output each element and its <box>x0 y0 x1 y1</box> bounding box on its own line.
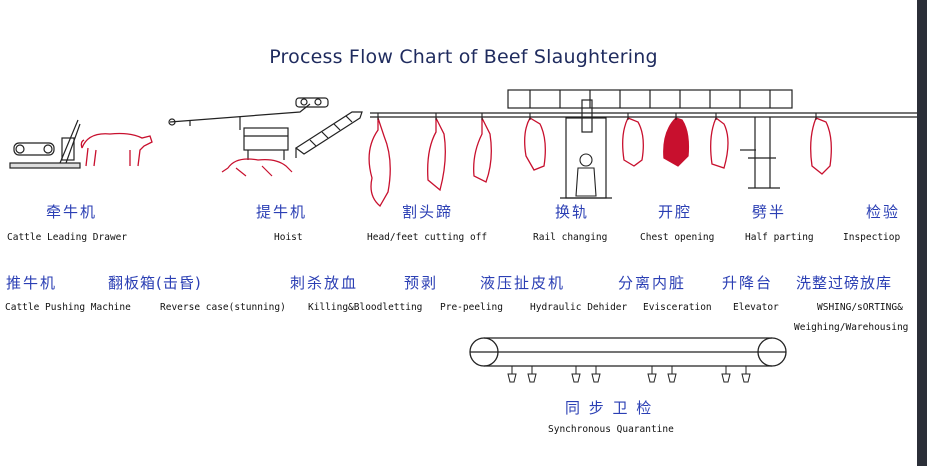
step-label-en-rail-changing: Rail changing <box>533 232 608 243</box>
elevator-stand <box>740 117 780 189</box>
step-label-cn-elevator: 升降台 <box>722 274 774 292</box>
step-label-cn-inspection: 检验 <box>866 203 901 221</box>
step-label-en-washing: WSHING/sORTING& <box>817 302 903 313</box>
leading-drawer-machine <box>9 119 81 169</box>
live-cattle <box>80 132 153 167</box>
step-label-en-head-feet: Head/feet cutting off <box>367 232 488 243</box>
rail-changing-frame <box>507 89 793 199</box>
step-label-en-half-parting: Half parting <box>745 232 814 243</box>
quarantine-conveyor <box>469 337 787 383</box>
quarantine-label-cn: 同 步 卫 检 <box>565 399 654 417</box>
hanging-carcasses <box>368 116 832 207</box>
step-label-cn-hoist: 提牛机 <box>256 203 308 221</box>
worker <box>575 153 597 197</box>
step-label-en-reverse-case: Reverse case(stunning) <box>160 302 286 313</box>
diagram-title: Process Flow Chart of Beef Slaughtering <box>269 46 658 68</box>
step-label-en-killing: Killing&Bloodletting <box>308 302 423 313</box>
step-label-en-warehousing: Weighing/Warehousing <box>794 322 909 333</box>
step-label-cn-half-parting: 劈半 <box>752 203 787 221</box>
step-label-en-elevator: Elevator <box>733 302 779 313</box>
step-label-en-dehider: Hydraulic Dehider <box>530 302 628 313</box>
overhead-rail <box>370 112 918 118</box>
step-label-cn-evisceration: 分离内脏 <box>618 274 687 292</box>
step-label-cn-head-feet: 割头蹄 <box>402 203 454 221</box>
quarantine-label-en: Synchronous Quarantine <box>548 424 674 435</box>
step-label-en-evisceration: Evisceration <box>643 302 712 313</box>
step-label-cn-rail-changing: 换轨 <box>555 203 590 221</box>
stunned-cattle <box>221 158 293 177</box>
rail-hooks <box>377 113 817 120</box>
quarantine-trays <box>507 366 751 383</box>
step-label-cn-chest-opening: 开腔 <box>658 203 693 221</box>
step-label-cn-washing: 洗整过磅放库 <box>796 274 893 292</box>
step-label-cn-leading-drawer: 牵牛机 <box>46 203 98 221</box>
step-label-cn-killing: 刺杀放血 <box>290 274 359 292</box>
pushing-conveyor <box>294 111 363 158</box>
step-label-en-chest-opening: Chest opening <box>640 232 715 243</box>
step-label-cn-reverse-case: 翻板箱(击昏) <box>108 274 202 292</box>
step-label-en-pushing-machine: Cattle Pushing Machine <box>5 302 131 313</box>
hoist <box>168 97 329 160</box>
step-label-en-pre-peeling: Pre-peeling <box>440 302 503 313</box>
step-label-cn-pushing-machine: 推牛机 <box>6 274 58 292</box>
step-label-en-inspection: Inspectiop <box>843 232 901 243</box>
step-label-cn-dehider: 液压扯皮机 <box>480 274 566 292</box>
step-label-cn-pre-peeling: 预剥 <box>404 274 439 292</box>
step-label-en-leading-drawer: Cattle Leading Drawer <box>7 232 128 243</box>
step-label-en-hoist: Hoist <box>274 232 303 243</box>
